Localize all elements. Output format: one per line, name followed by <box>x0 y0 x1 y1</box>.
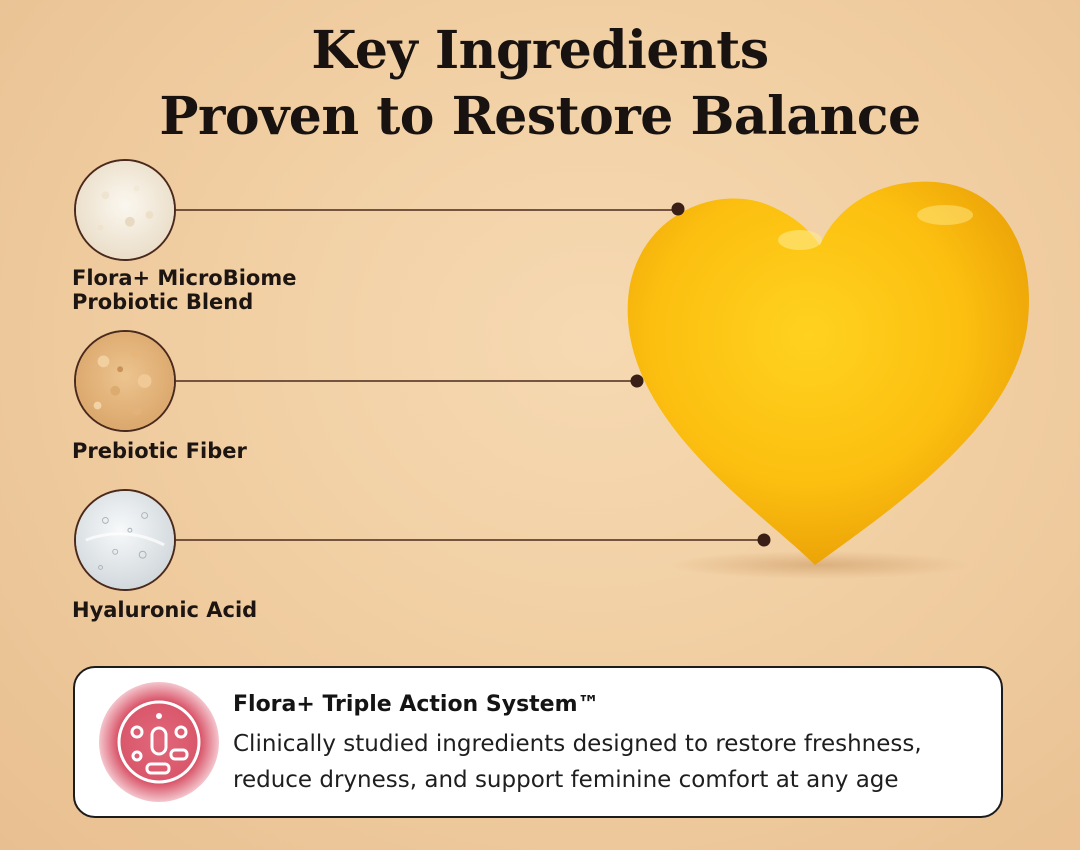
hyaluronic-gel-icon <box>74 489 176 591</box>
card-title: Flora+ Triple Action System™ <box>233 692 600 717</box>
card-body: Clinically studied ingredients designed … <box>233 726 993 798</box>
ingredient-label-3-line-1: Hyaluronic Acid <box>72 598 258 622</box>
fiber-powder-icon <box>74 330 176 432</box>
ingredient-label-1-line-2: Probiotic Blend <box>72 290 254 314</box>
title-line-1: Key Ingredients <box>311 20 769 81</box>
card-body-line-1: Clinically studied ingredients designed … <box>233 731 922 757</box>
triple-action-card: Flora+ Triple Action System™ Clinically … <box>73 666 1003 818</box>
microbiome-badge-icon <box>99 682 219 802</box>
title-line-2: Proven to Restore Balance <box>159 86 921 147</box>
probiotic-powder-icon <box>74 159 176 261</box>
ingredient-label-3: Hyaluronic Acid <box>72 598 257 622</box>
yellow-heart-gummy <box>627 181 1029 579</box>
ingredient-label-1: Flora+ MicroBiome Probiotic Blend <box>72 266 297 314</box>
card-body-line-2: reduce dryness, and support feminine com… <box>233 767 899 793</box>
ingredient-label-2: Prebiotic Fiber <box>72 439 247 463</box>
ingredient-label-2-line-1: Prebiotic Fiber <box>72 439 247 463</box>
page-title: Key Ingredients Proven to Restore Balanc… <box>0 18 1080 150</box>
ingredient-label-1-line-1: Flora+ MicroBiome <box>72 266 297 290</box>
